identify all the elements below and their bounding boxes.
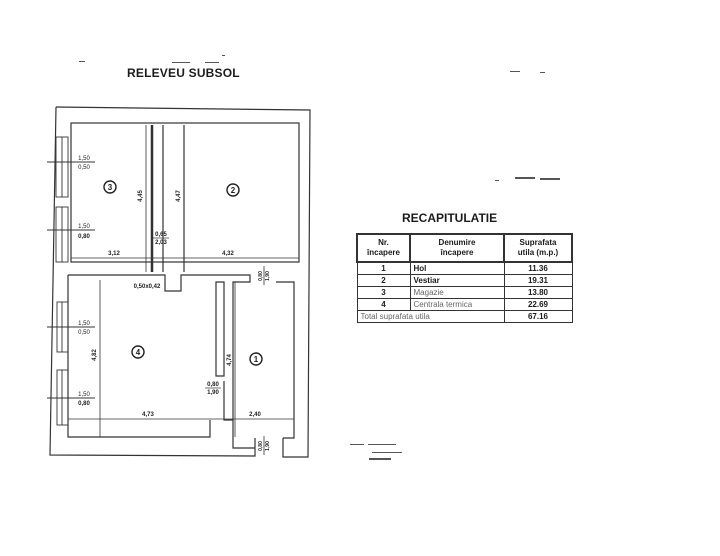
cell-area: 19.31 <box>503 274 573 287</box>
dim-win1-top: 1,50 <box>78 156 90 162</box>
recap-title: RECAPITULATIE <box>402 211 498 225</box>
dim-room4-width: 4,73 <box>142 412 154 418</box>
scan-artifact <box>372 452 402 453</box>
dim-door-right-bottom-b: 1,90 <box>265 441 271 451</box>
room-marker-3 <box>103 180 117 194</box>
scan-artifact <box>510 71 520 72</box>
total-area: 67.16 <box>503 310 573 323</box>
dim-win2-top: 1,50 <box>78 224 90 230</box>
dim-room3-height: 4,45 <box>138 190 144 202</box>
table-row: 1 Hol 11.36 <box>356 261 573 275</box>
scan-artifact <box>515 177 535 179</box>
dim-door4-top: 0,80 <box>207 382 219 388</box>
header-area: Suprafata utila (m.p.) <box>503 233 573 263</box>
dim-win1-bottom: 0,50 <box>78 165 90 171</box>
cell-nr: 2 <box>356 274 411 287</box>
room-number-4: 4 <box>136 348 141 357</box>
header-name: Denumire încapere <box>409 233 505 263</box>
dim-room3-width: 3,12 <box>108 251 120 257</box>
scan-artifact <box>205 62 219 63</box>
dim-room2-height: 4,47 <box>176 190 182 202</box>
table-row: 2 Vestiar 19.31 <box>356 274 573 287</box>
room-marker-4 <box>131 345 145 359</box>
dim-win4-bottom: 0,80 <box>78 401 90 407</box>
scan-artifact <box>172 62 190 63</box>
dim-room1-width: 2,40 <box>249 412 261 418</box>
cell-nr: 4 <box>356 298 411 311</box>
cell-area: 11.36 <box>503 261 573 275</box>
dim-niche: 0,50x0,42 <box>134 284 161 290</box>
dim-win3-top: 1,50 <box>78 321 90 327</box>
cell-nr: 1 <box>356 261 411 275</box>
dim-corridor-door-bottom: 2,03 <box>155 240 167 246</box>
table-row: 3 Magazie 13.80 <box>356 286 573 299</box>
header-nr: Nr. încapere <box>356 233 411 263</box>
dim-room4-height: 4,82 <box>92 349 98 361</box>
recap-header-row: Nr. încapere Denumire încapere Suprafata… <box>356 233 573 263</box>
table-row: 4 Centrala termica 22.69 <box>356 298 573 311</box>
total-row: Total suprafata utila 67.16 <box>356 310 573 323</box>
scan-artifact <box>79 61 85 62</box>
dim-room1-height: 4,74 <box>227 354 233 366</box>
room-marker-2 <box>226 183 240 197</box>
dim-win2-bottom: 0,80 <box>78 234 90 240</box>
dim-corridor-door-top: 0,65 <box>155 232 167 238</box>
cell-name: Centrala termica <box>409 298 505 311</box>
drawing-title: RELEVEU SUBSOL <box>127 66 240 80</box>
room-number-1: 1 <box>254 355 259 364</box>
dim-door-right-top-a: 0,80 <box>258 271 264 281</box>
scan-artifact <box>540 178 560 180</box>
total-label: Total suprafata utila <box>356 310 505 323</box>
dim-win4-top: 1,50 <box>78 392 90 398</box>
scan-artifact <box>369 458 391 460</box>
dim-door-right-bottom-a: 0,80 <box>258 441 264 451</box>
outer-wall-left <box>49 106 256 457</box>
scan-artifact <box>222 55 225 56</box>
room-number-2: 2 <box>231 186 236 195</box>
dim-door4-bottom: 1,90 <box>207 390 219 396</box>
scan-artifact <box>350 444 364 445</box>
dim-room2-width: 4,32 <box>222 251 234 257</box>
cell-name: Magazie <box>409 286 505 299</box>
cell-nr: 3 <box>356 286 411 299</box>
room-number-3: 3 <box>108 183 113 192</box>
outer-wall <box>55 106 311 458</box>
room-marker-1 <box>249 352 263 366</box>
cell-area: 22.69 <box>503 298 573 311</box>
rooms-top-outline <box>70 122 300 263</box>
cell-name: Hol <box>409 261 505 275</box>
cell-name: Vestiar <box>409 274 505 287</box>
cell-area: 13.80 <box>503 286 573 299</box>
scan-artifact <box>495 180 499 181</box>
dim-win3-bottom: 0,50 <box>78 330 90 336</box>
dim-door-right-top-b: 1,90 <box>265 271 271 281</box>
scan-artifact <box>540 72 545 73</box>
recap-table: Nr. încapere Denumire încapere Suprafata… <box>356 233 573 323</box>
scan-artifact <box>368 444 396 445</box>
